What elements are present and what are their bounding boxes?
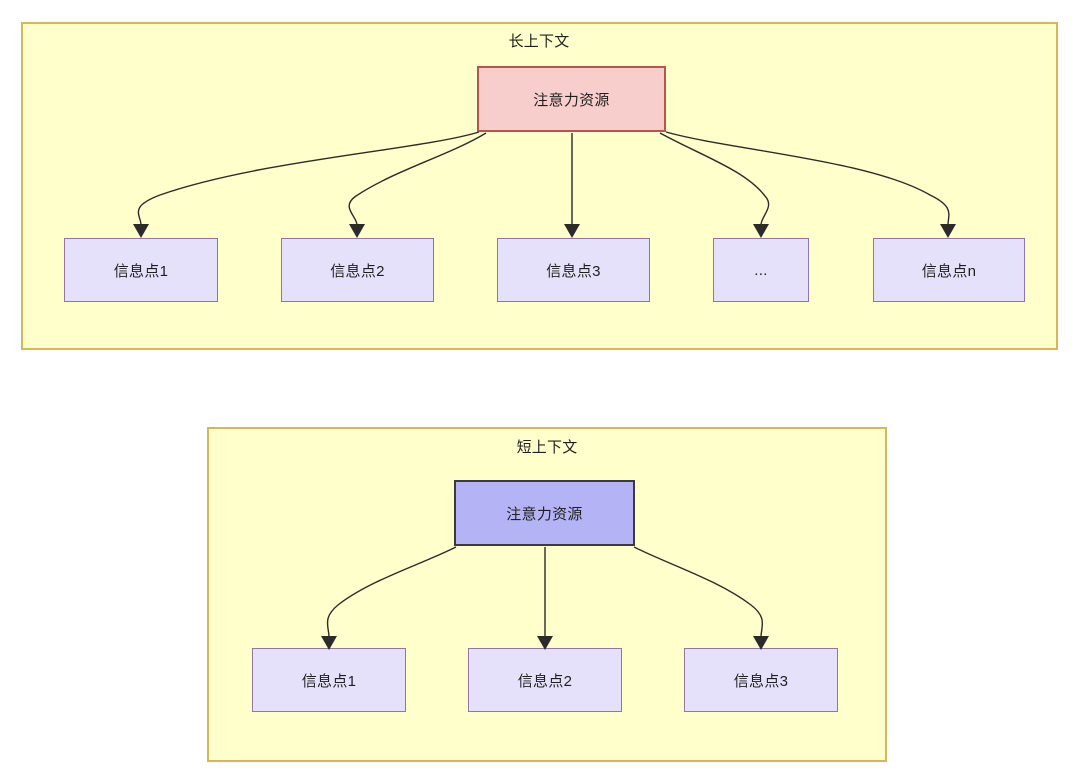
node-info-point-3-long[interactable]: 信息点3: [497, 238, 650, 302]
node-info-point-2-short[interactable]: 信息点2: [468, 648, 622, 712]
node-info-point-3-short[interactable]: 信息点3: [684, 648, 838, 712]
node-info-point-2-long[interactable]: 信息点2: [281, 238, 434, 302]
node-info-point-ellipsis-long[interactable]: ...: [713, 238, 809, 302]
node-info-point-n-long[interactable]: 信息点n: [873, 238, 1025, 302]
node-attention-resource-long[interactable]: 注意力资源: [477, 66, 666, 132]
group-short-context-title: 短上下文: [516, 439, 578, 456]
node-attention-resource-short[interactable]: 注意力资源: [454, 480, 635, 546]
node-info-point-1-short[interactable]: 信息点1: [252, 648, 406, 712]
node-info-point-1-long[interactable]: 信息点1: [64, 238, 218, 302]
group-long-context-title: 长上下文: [508, 33, 570, 50]
